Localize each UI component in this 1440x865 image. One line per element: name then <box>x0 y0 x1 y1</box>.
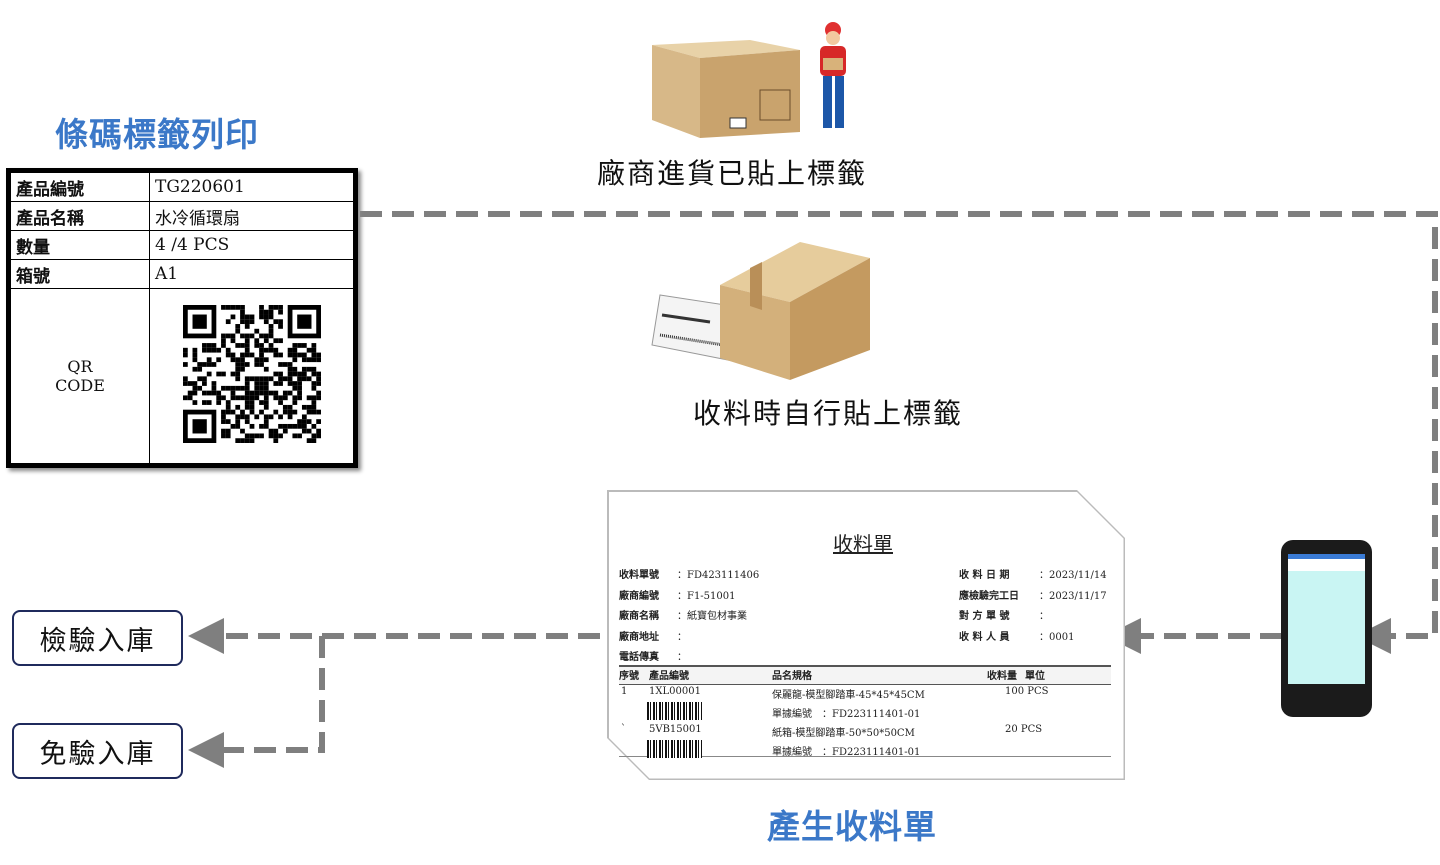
qr-label: CODE <box>55 376 105 395</box>
item-seq: ` <box>621 724 626 735</box>
field-value: ：2023/11/17 <box>1039 590 1107 602</box>
barcode-print-title: 條碼標籤列印 <box>55 115 259 154</box>
inspect-store-box: 檢驗入庫 <box>12 610 183 666</box>
col-seq: 序號 <box>619 671 639 682</box>
label-key: 產品編號 <box>10 172 150 202</box>
field-value: ： <box>677 652 687 663</box>
item-seq: 1 <box>621 686 628 697</box>
field-value: ：F1-51001 <box>677 590 736 602</box>
receipt-title: 收料單 <box>833 532 893 556</box>
item-name: 紙箱-模型腳踏車-50*50*50CM <box>772 728 915 739</box>
self-label-box-icon <box>651 242 870 380</box>
label-key: 箱號 <box>10 259 150 289</box>
label-value: A1 <box>149 259 354 289</box>
label-key: 數量 <box>10 230 150 260</box>
vendor-labeled-caption: 廠商進貨已貼上標籤 <box>597 157 868 190</box>
item-barcode <box>647 740 702 758</box>
col-unit: 單位 <box>1025 671 1045 682</box>
item-code: 5VB15001 <box>649 724 702 735</box>
label-value: 水冷循環扇 <box>149 201 354 231</box>
handheld-scanner-icon <box>1281 540 1372 717</box>
item-qty: 20 PCS <box>1005 724 1043 735</box>
label-key: 產品名稱 <box>10 201 150 231</box>
field-value: ： <box>677 631 687 643</box>
field-label: 收 料 日 期 <box>959 570 1010 581</box>
item-barcode <box>647 702 702 720</box>
col-name: 品名規格 <box>772 671 812 682</box>
qr-code-icon <box>182 304 321 443</box>
field-label: 應檢驗完工日 <box>959 590 1019 602</box>
field-label: 廠商名稱 <box>619 611 659 622</box>
item-qty: 100 PCS <box>1005 686 1049 697</box>
item-code: 1XL00001 <box>649 686 701 697</box>
field-label: 廠商編號 <box>619 590 659 602</box>
label-value: TG220601 <box>149 172 354 202</box>
field-value: ：FD423111406 <box>677 570 760 581</box>
flow-label-to-phone <box>360 211 1438 654</box>
item-doc-number: 單據編號 ：FD223111401-01 <box>772 709 921 720</box>
field-label: 對 方 單 號 <box>959 611 1010 622</box>
item-name: 保麗龍-模型腳踏車-45*45*45CM <box>772 690 925 701</box>
field-value: ： <box>1039 611 1049 622</box>
field-label: 電話傳真 <box>619 652 659 663</box>
label-value: 4 /4 PCS <box>149 230 354 260</box>
field-value: ：0001 <box>1039 631 1075 643</box>
flow-branch-no-inspect <box>188 636 325 768</box>
field-value: ：2023/11/14 <box>1039 570 1107 581</box>
receipt-document: 收料單 序號 產品編號 品名規格 收料量 單位 收料單號 ：FD423111406… <box>607 490 1125 780</box>
field-label: 收料單號 <box>619 570 659 581</box>
self-labeled-caption: 收料時自行貼上標籤 <box>693 397 964 430</box>
field-value: ：紙寶包材事業 <box>677 611 747 622</box>
qr-label: QR <box>67 357 93 376</box>
col-qty: 收料量 <box>987 671 1017 682</box>
col-code: 產品編號 <box>649 671 689 682</box>
item-doc-number: 單據編號 ：FD223111401-01 <box>772 747 921 758</box>
vendor-box-icon <box>652 22 846 138</box>
generate-receipt-title: 產生收料單 <box>767 807 937 846</box>
no-inspect-store-box: 免驗入庫 <box>12 723 183 779</box>
field-label: 收 料 人 員 <box>959 631 1010 643</box>
field-label: 廠商地址 <box>619 631 659 643</box>
